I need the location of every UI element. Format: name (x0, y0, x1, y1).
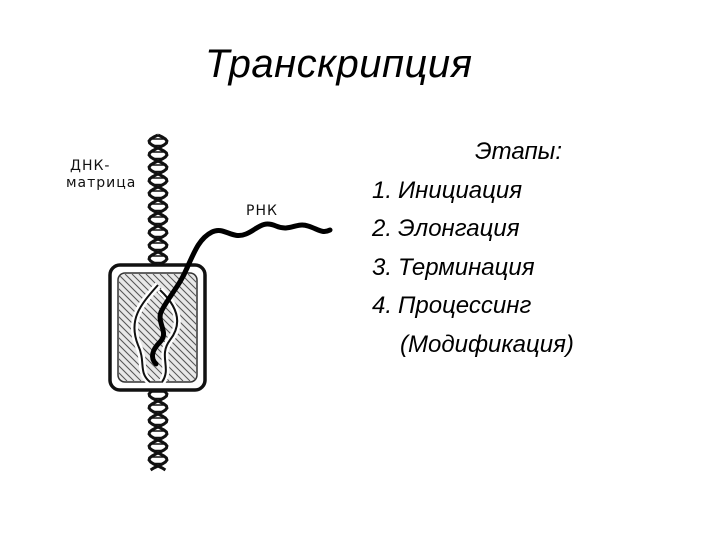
stage-item: 4.Процессинг (372, 287, 672, 326)
stages-list: Этапы: 1.Инициация 2.Элонгация 3.Термина… (372, 133, 672, 364)
stage-label: Процессинг (398, 292, 532, 319)
stage-label: Терминация (398, 253, 535, 281)
stage-number: 4. (372, 292, 393, 319)
dna-label-line2: матрица (66, 175, 136, 191)
stage-item: 3.Терминация (372, 249, 672, 288)
slide-title: Транскрипция (205, 42, 473, 86)
stages-heading: Этапы: (475, 138, 562, 165)
rna-label: РНК (246, 203, 278, 219)
rna-strand (184, 221, 333, 271)
stage-item: 2.Элонгация (372, 210, 672, 249)
stage-note: (Модификация) (400, 330, 574, 358)
dna-helix (147, 133, 169, 472)
stage-number: 2. (372, 215, 393, 242)
stage-number: 1. (372, 176, 393, 204)
stage-number: 3. (372, 253, 393, 281)
stage-item: 1.Инициация (372, 172, 672, 211)
dna-label-line1: ДНК- (70, 158, 110, 174)
stage-label: Инициация (398, 176, 523, 204)
stage-label: Элонгация (398, 215, 520, 242)
rna-polymerase (108, 263, 207, 392)
